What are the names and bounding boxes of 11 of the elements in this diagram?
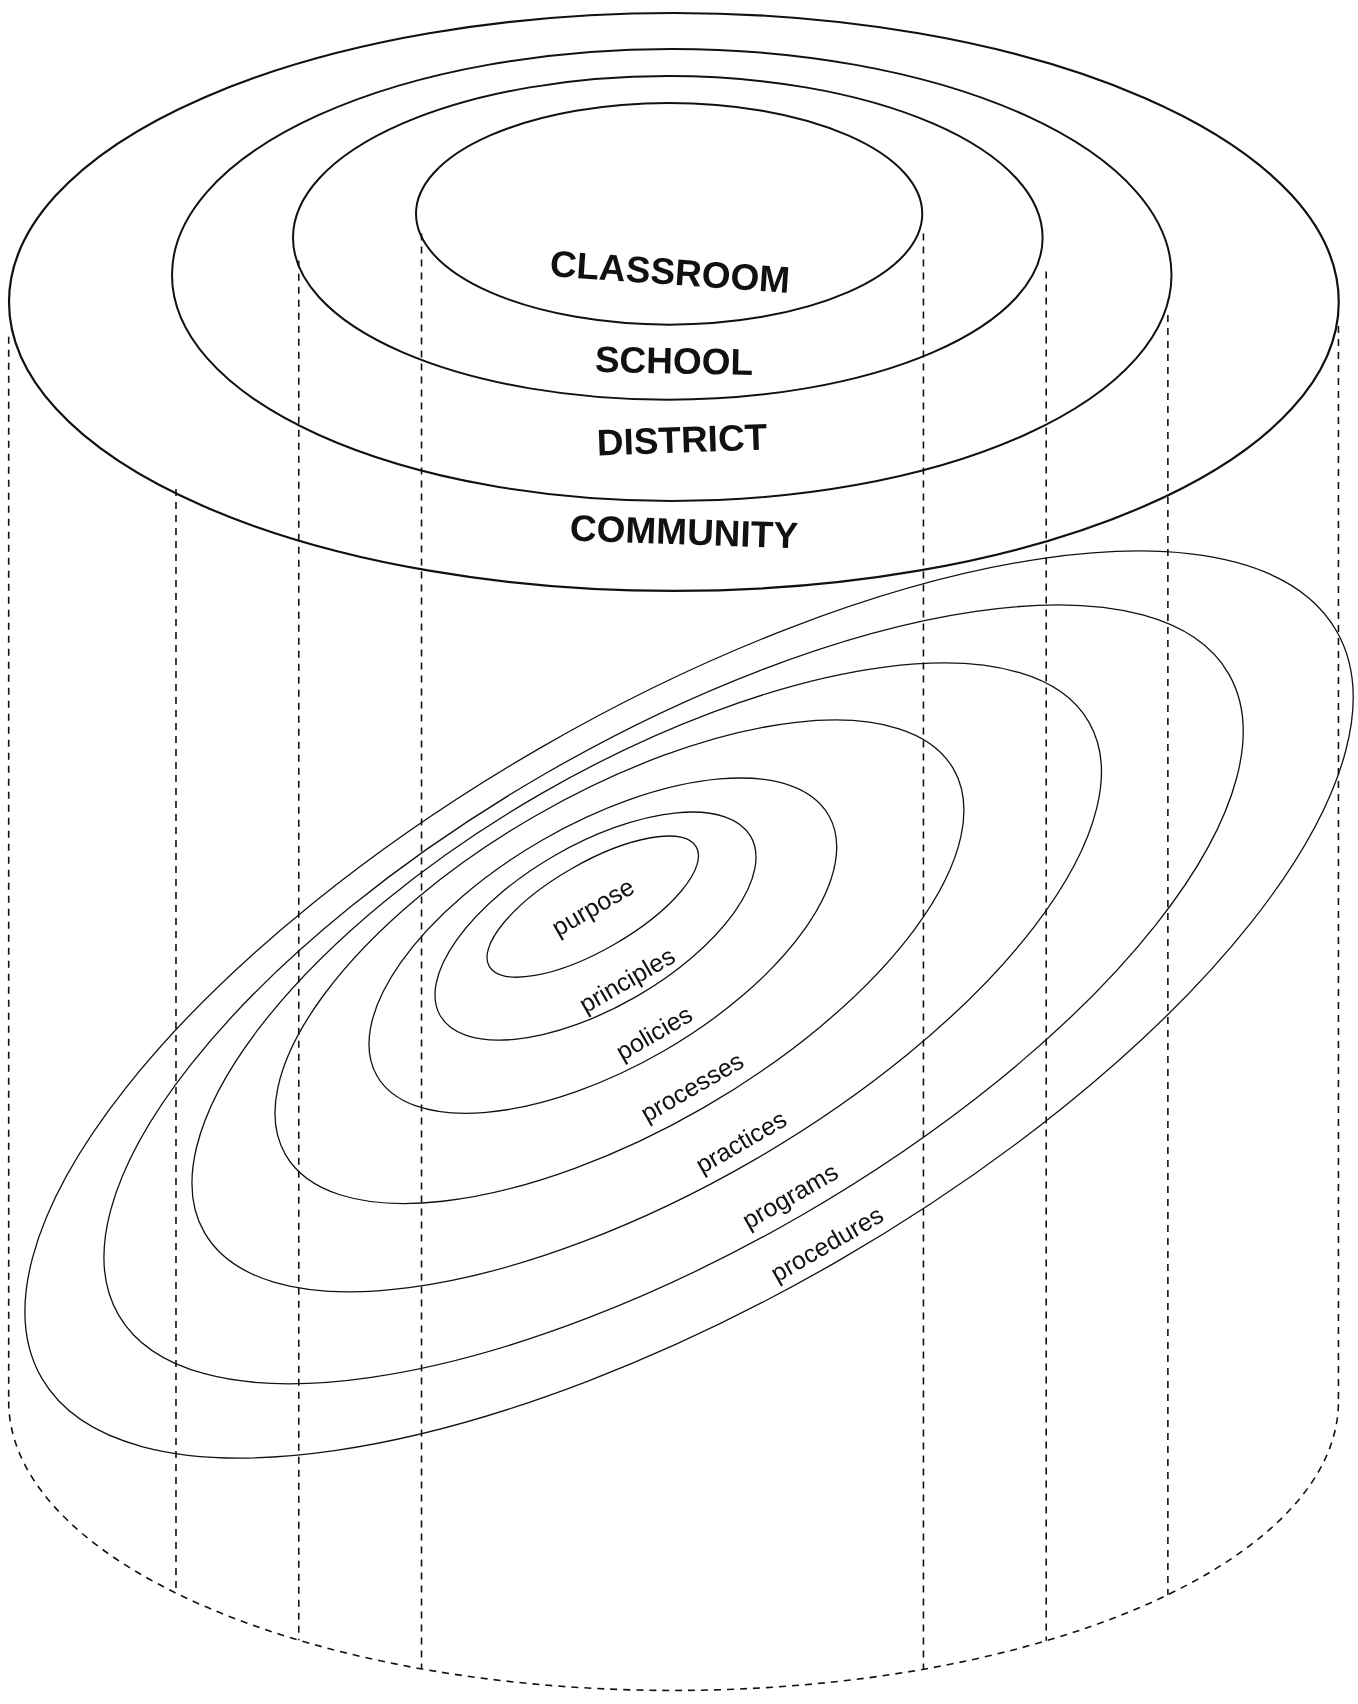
ring-label: DISTRICT (596, 418, 769, 462)
ring-label: CLASSROOM (549, 244, 792, 299)
ellipse-ring (293, 76, 1043, 400)
ellipse-ring (171, 48, 1172, 501)
ellipse-ring (191, 663, 1102, 1293)
ellipse-ring (103, 604, 1244, 1384)
ellipse-ring (8, 13, 1339, 591)
ellipse-ring (24, 551, 1353, 1459)
ring-label: COMMUNITY (569, 509, 800, 555)
ring-label: SCHOOL (594, 340, 753, 381)
ellipse-ring (416, 103, 923, 325)
